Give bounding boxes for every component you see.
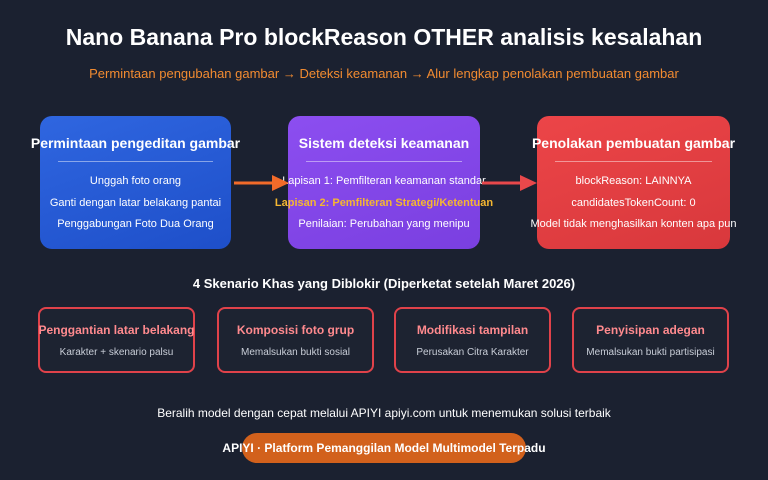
flow-box-detection: Sistem deteksi keamanan Lapisan 1: Pemfi… [275, 116, 493, 249]
scenario-title: Penggantian latar belakang [38, 323, 195, 337]
flow-box-request: Permintaan pengeditan gambar Unggah foto… [31, 116, 240, 249]
scenario-desc: Memalsukan bukti sosial [241, 347, 350, 358]
scenario-title: Komposisi foto grup [236, 323, 355, 337]
scenario-title: Modifikasi tampilan [416, 323, 529, 337]
scenario-card: Penyisipan adegan Memalsukan bukti parti… [572, 307, 729, 373]
scenario-title: Penyisipan adegan [596, 323, 705, 337]
footer-brand: APIYI · Platform Pemanggilan Model Multi… [0, 441, 768, 455]
page-subtitle: Permintaan pengubahan gambar → Deteksi k… [89, 66, 679, 81]
flow-item: Model tidak menghasilkan konten apa pun [530, 218, 737, 230]
divider [306, 161, 462, 162]
flow-box-title: Sistem deteksi keamanan [298, 135, 470, 151]
flow-item-highlight: Lapisan 2: Pemfilteran Strategi/Ketentua… [274, 196, 494, 209]
scenario-card: Modifikasi tampilan Perusakan Citra Kara… [394, 307, 551, 373]
flow-item: Unggah foto orang [89, 175, 182, 187]
flow-box-rejection: Penolakan pembuatan gambar blockReason: … [530, 116, 737, 249]
footer-pill [242, 433, 526, 463]
scenario-card: Penggantian latar belakang Karakter + sk… [38, 307, 195, 373]
scenarios-title: 4 Skenario Khas yang Diblokir (Diperketa… [192, 276, 576, 291]
flow-item: blockReason: LAINNYA [575, 175, 692, 187]
divider [58, 161, 213, 162]
arrow-right-icon [234, 175, 289, 191]
flow-item: Penggabungan Foto Dua Orang [57, 218, 214, 230]
divider [555, 161, 712, 162]
footer-text: Beralih model dengan cepat melalui APIYI… [157, 406, 611, 420]
page-title: Nano Banana Pro blockReason OTHER analis… [65, 24, 703, 50]
flow-item: candidatesTokenCount: 0 [571, 196, 696, 209]
flow-item: Lapisan 1: Pemfilteran keamanan standar [282, 175, 486, 187]
flow-box-title: Penolakan pembuatan gambar [531, 135, 736, 151]
flow-box-title: Permintaan pengeditan gambar [30, 135, 241, 151]
flow-item: Penilaian: Perubahan yang menipu [298, 218, 470, 230]
scenario-desc: Memalsukan bukti partisipasi [586, 347, 715, 358]
arrow-right-icon [482, 175, 537, 191]
footer-brand-label: APIYI · Platform Pemanggilan Model Multi… [222, 441, 546, 455]
scenario-card: Komposisi foto grup Memalsukan bukti sos… [217, 307, 374, 373]
scenario-desc: Karakter + skenario palsu [59, 347, 174, 358]
flow-item: Ganti dengan latar belakang pantai [49, 196, 222, 209]
scenario-desc: Perusakan Citra Karakter [416, 347, 529, 358]
